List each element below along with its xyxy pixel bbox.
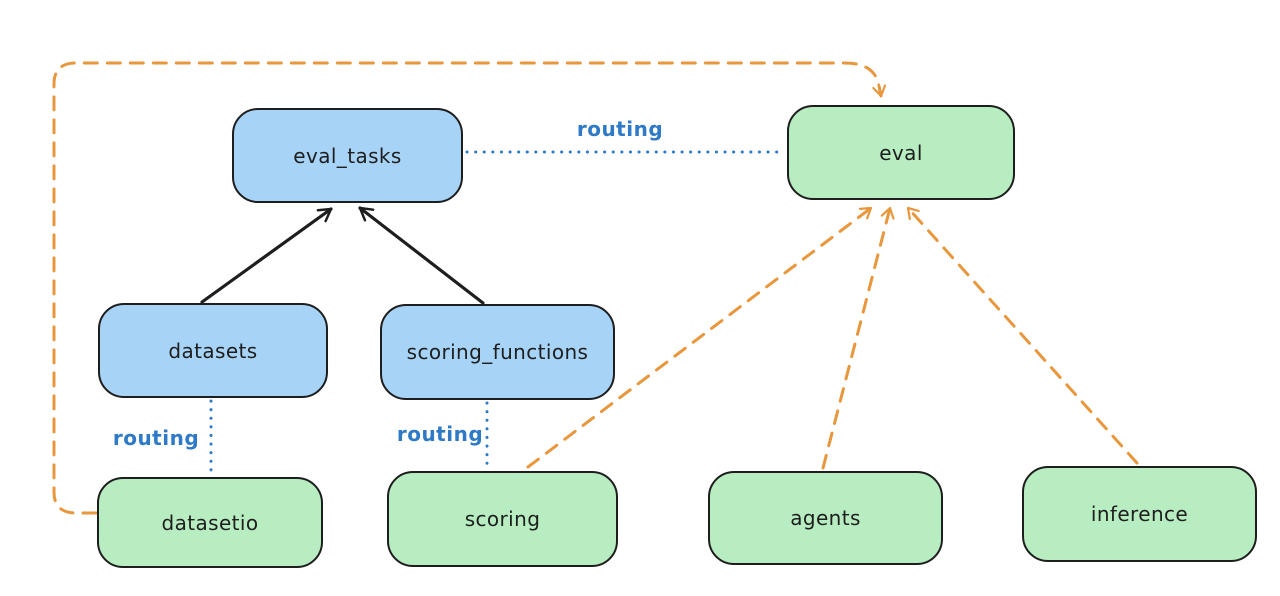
edge-label-routing-datasets-datasetio: routing [112, 426, 200, 450]
node-scoring-functions: scoring_functions [380, 304, 615, 400]
node-eval: eval [787, 105, 1015, 200]
node-datasetio-label: datasetio [161, 510, 259, 535]
node-eval-tasks-label: eval_tasks [293, 143, 402, 168]
node-eval-label: eval [879, 140, 923, 165]
arrow-agents-to-eval [821, 206, 895, 470]
node-inference: inference [1022, 466, 1257, 562]
node-scoring-label: scoring [464, 507, 541, 531]
node-eval-tasks: eval_tasks [232, 108, 463, 203]
node-scoring-functions-label: scoring_functions [406, 340, 589, 364]
node-inference-label: inference [1090, 502, 1189, 526]
node-agents: agents [708, 471, 943, 565]
arrow-scoring-functions-to-eval-tasks [358, 206, 485, 305]
arrow-datasets-to-eval-tasks [200, 207, 333, 304]
arrow-inference-to-eval [906, 206, 1139, 465]
arrow-datasetio-to-eval [52, 61, 887, 515]
node-scoring: scoring [387, 471, 618, 567]
node-datasetio: datasetio [97, 477, 323, 568]
node-datasets-label: datasets [168, 338, 258, 363]
edge-label-routing-scoring-functions-scoring: routing [396, 422, 484, 446]
node-agents-label: agents [790, 506, 861, 530]
arrow-scoring-to-eval [526, 206, 873, 469]
node-datasets: datasets [98, 303, 328, 398]
edge-label-routing-eval-tasks-eval: routing [576, 117, 664, 141]
